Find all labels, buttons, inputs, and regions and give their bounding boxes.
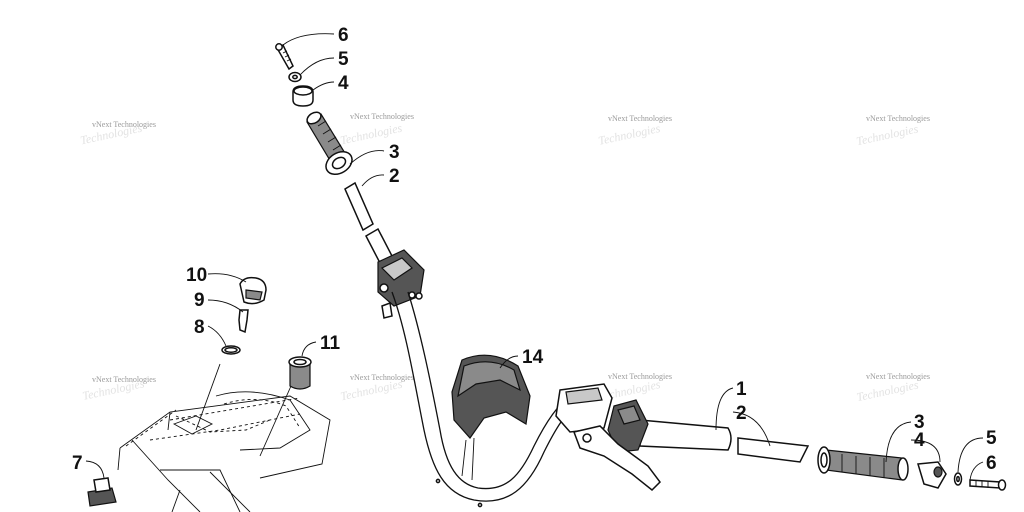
switch-knob xyxy=(87,477,117,507)
svg-text:vNext Technologies: vNext Technologies xyxy=(866,114,930,123)
callout-4-top: 4 xyxy=(338,73,349,94)
svg-text:vNext Technologies: vNext Technologies xyxy=(608,372,672,381)
callout-4-right: 4 xyxy=(914,430,925,451)
callout-5-top: 5 xyxy=(338,49,349,70)
watermark-6: Technologies vNext Technologies xyxy=(339,373,414,403)
svg-text:Technologies: Technologies xyxy=(597,121,662,148)
callout-11: 11 xyxy=(320,333,341,354)
callout-2-top: 2 xyxy=(389,166,400,187)
watermark-8: Technologies vNext Technologies xyxy=(855,372,930,404)
end-cap-top xyxy=(292,85,314,107)
key-cap xyxy=(239,276,267,305)
callout-2-right: 2 xyxy=(736,403,747,424)
accessory-socket xyxy=(288,356,312,390)
svg-text:vNext Technologies: vNext Technologies xyxy=(350,373,414,382)
callout-7: 7 xyxy=(72,453,83,474)
left-switch-housing xyxy=(377,249,425,319)
console-panel xyxy=(117,391,331,512)
key xyxy=(238,309,249,334)
callout-3-right: 3 xyxy=(914,412,925,433)
watermark-1: Technologies vNext Technologies xyxy=(79,120,156,147)
callout-labels: 6 5 4 3 2 10 9 8 11 7 14 1 2 3 4 5 6 xyxy=(72,25,997,474)
svg-text:Technologies: Technologies xyxy=(855,377,920,404)
callout-5-right: 5 xyxy=(986,428,997,449)
end-screw-top xyxy=(275,43,294,71)
end-cap-right xyxy=(917,461,947,489)
ignition-parts xyxy=(87,276,312,507)
handlebar xyxy=(391,291,732,508)
bezel-ring xyxy=(221,345,241,355)
svg-text:vNext Technologies: vNext Technologies xyxy=(92,120,156,129)
callout-6-top: 6 xyxy=(338,25,349,46)
grip-top xyxy=(306,111,353,176)
watermark-2: Technologies vNext Technologies xyxy=(339,112,414,147)
svg-text:vNext Technologies: vNext Technologies xyxy=(92,375,156,384)
callout-10: 10 xyxy=(186,265,207,286)
grip-right xyxy=(817,446,909,481)
handlebar-pad xyxy=(451,354,531,481)
right-controls xyxy=(555,383,661,492)
grip-sleeve-right xyxy=(737,437,810,463)
watermark-3: Technologies vNext Technologies xyxy=(597,114,672,148)
right-grip-assembly xyxy=(737,437,1007,491)
callout-8: 8 xyxy=(194,317,205,338)
callout-3-top: 3 xyxy=(389,142,400,163)
callout-9: 9 xyxy=(194,290,205,311)
svg-text:vNext Technologies: vNext Technologies xyxy=(866,372,930,381)
bar-tube-right xyxy=(639,419,732,451)
grip-sleeve-top xyxy=(344,181,374,232)
watermark-5: Technologies vNext Technologies xyxy=(81,375,156,403)
callout-1: 1 xyxy=(736,379,747,400)
left-grip-assembly xyxy=(275,43,425,319)
callout-6-right: 6 xyxy=(986,453,997,474)
washer-right xyxy=(953,472,963,486)
end-screw-right xyxy=(969,479,1007,491)
watermark-4: Technologies vNext Technologies xyxy=(855,114,930,148)
svg-text:vNext Technologies: vNext Technologies xyxy=(608,114,672,123)
svg-text:vNext Technologies: vNext Technologies xyxy=(350,112,414,121)
washer-top xyxy=(288,71,302,83)
svg-text:Technologies: Technologies xyxy=(855,121,920,148)
callout-14: 14 xyxy=(522,347,544,368)
leader-lines xyxy=(85,33,984,481)
